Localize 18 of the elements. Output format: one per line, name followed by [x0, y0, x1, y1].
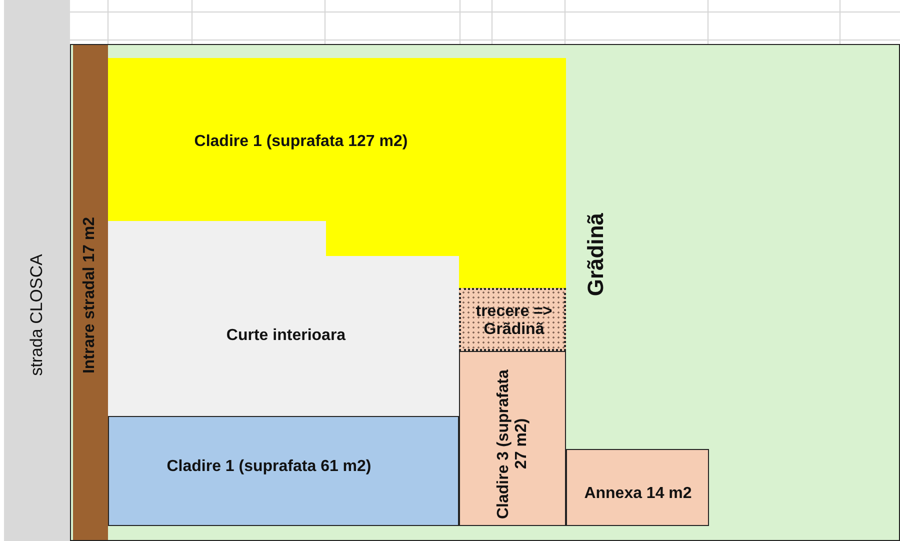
building-area: [108, 416, 459, 526]
garden-plot: [70, 44, 900, 541]
annex-area: [566, 449, 709, 526]
entrance-strip: [73, 45, 108, 540]
area-label: Cladire 1 (suprafata 61 m2): [166, 458, 372, 476]
building-area: [459, 351, 566, 526]
area-label: Annexa 14 m2: [584, 485, 692, 503]
building-area: [108, 58, 566, 288]
area-label: Cladire 3 (suprafata 27 m2): [495, 369, 531, 519]
street-band: [4, 0, 70, 541]
courtyard-area: [108, 221, 459, 416]
area-label: Cladire 1 (suprafata 127 m2): [194, 133, 408, 151]
street-label: strada CLOSCA: [27, 254, 47, 376]
area-label: Intrare stradal 17 m2: [81, 216, 99, 374]
garden-label: Grãdinã: [583, 213, 609, 297]
passage-area: [459, 288, 566, 351]
area-label: Curte interioara: [226, 327, 346, 345]
area-label: trecere => Grãdinã: [474, 303, 554, 339]
